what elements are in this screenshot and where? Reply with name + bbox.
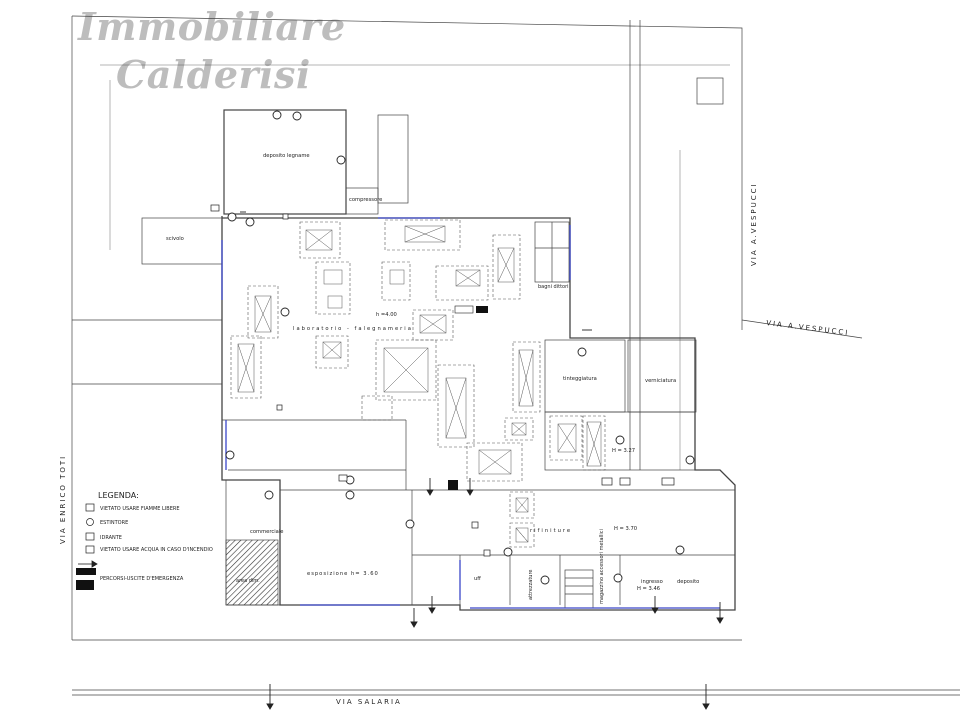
- label-ingresso-h: H = 3.46: [637, 586, 660, 592]
- room-ministrato: [377, 114, 409, 204]
- label-deposito-legname: deposito legname: [263, 153, 310, 159]
- brand-line-2: Calderisi: [116, 52, 311, 97]
- label-via-toti: VIA ENRICO TOTI: [59, 455, 67, 544]
- legend-item-percorsi: PERCORSI-USCITE D'EMERGENZA: [100, 576, 184, 582]
- label-commerciale: commerciale: [250, 529, 283, 535]
- label-scivolo: scivolo: [166, 236, 184, 242]
- room-verniciatura: [627, 339, 697, 413]
- label-h327: H = 3.27: [612, 448, 635, 454]
- label-via-vespucci-horizontal: VIA A.VESPUCCI: [766, 319, 850, 337]
- label-compressore: compressore: [349, 197, 382, 203]
- label-bagni-dittori: bagni dittori: [538, 284, 569, 290]
- label-via-vespucci-vertical: VIA A.VESPUCCI: [750, 182, 758, 266]
- label-ingresso: ingresso: [641, 579, 663, 585]
- label-via-salaria: VIA SALARIA: [336, 698, 402, 706]
- label-uff: uff: [474, 576, 481, 582]
- legend: LEGENDA: VIETATO USARE FIAMME LIBERE EST…: [76, 491, 213, 590]
- room-laccatura: [544, 411, 696, 471]
- extinguisher-markers: [225, 110, 695, 585]
- legend-title: LEGENDA:: [98, 491, 139, 500]
- site-boundary: [71, 15, 743, 330]
- label-deposito: deposito: [677, 579, 699, 585]
- brand-line-1: Immobiliare: [78, 4, 346, 49]
- label-attrezzature: attrezzature: [528, 570, 534, 600]
- label-verniciatura: verniciatura: [645, 378, 676, 384]
- legend-arrow-icon: [78, 560, 98, 568]
- label-magazzino: magazzino accessori metallici: [599, 529, 605, 604]
- hatched-area: [225, 539, 279, 606]
- label-area-dim: area dim.: [236, 578, 260, 584]
- legend-exit-sign-icon: [76, 580, 94, 590]
- legend-item-fiamme: VIETATO USARE FIAMME LIBERE: [100, 506, 180, 512]
- wall-laboratorio: [221, 216, 736, 611]
- label-tinteggiatura: tinteggiatura: [563, 376, 597, 382]
- label-rifiniture: rifiniture: [530, 528, 572, 534]
- label-laboratorio: laboratorio - falegnameria: [293, 326, 413, 332]
- electric-cabin: [696, 77, 724, 105]
- legend-item-estintore: ESTINTORE: [100, 520, 128, 526]
- legend-item-acqua: VIETATO USARE ACQUA IN CASO D'INCENDIO: [100, 547, 213, 553]
- label-lab-height: h =4.00: [376, 312, 397, 318]
- room-deposito-legname: [223, 109, 347, 215]
- stairs: [564, 569, 594, 609]
- label-h370: H = 3.70: [614, 526, 637, 532]
- label-esposizione: esposizione h= 3.60: [307, 571, 379, 577]
- legend-item-idrante: IDRANTE: [100, 535, 122, 541]
